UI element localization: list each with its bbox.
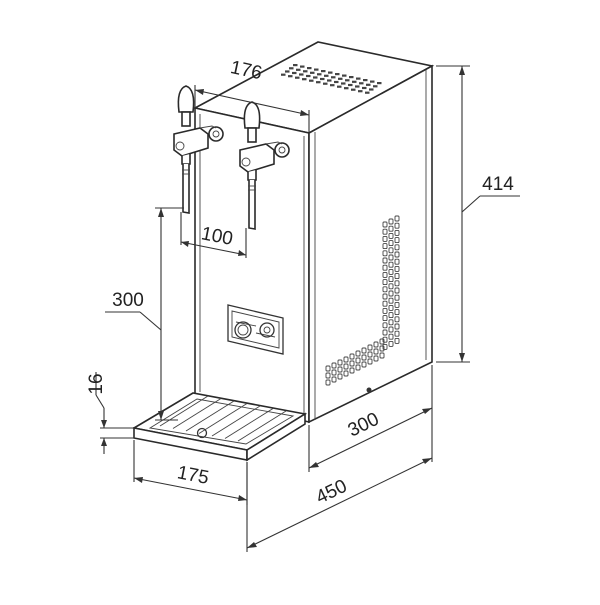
drip-tray-side [246,412,306,462]
side-screw-icon [366,387,372,393]
control-knob-icon [227,304,284,355]
dim-line-tray-width [133,477,248,501]
dim-label-top-width: 176 [228,57,263,84]
beer-taps [173,85,290,230]
dimension-lines [95,65,520,552]
side-vent-grille [325,215,400,386]
dim-line-top-width [194,89,310,116]
beer-tap-left-icon [173,85,224,214]
dim-line-tap-spacing [180,241,247,256]
dim-label-tray-height: 16 [86,373,107,394]
dim-label-depth: 300 [345,409,383,442]
dim-label-height: 414 [482,174,514,195]
cabinet-side [308,64,433,424]
dim-label-tray-width: 175 [175,462,210,489]
dim-label-overall-depth: 450 [313,476,351,509]
dim-line-depth [308,407,433,469]
drip-tray-icon [131,392,308,462]
dim-line-overall-depth [246,457,433,549]
beer-tap-right-icon [239,101,290,230]
dim-label-tap-clearance: 300 [112,290,144,311]
top-vent-grille [281,64,382,94]
